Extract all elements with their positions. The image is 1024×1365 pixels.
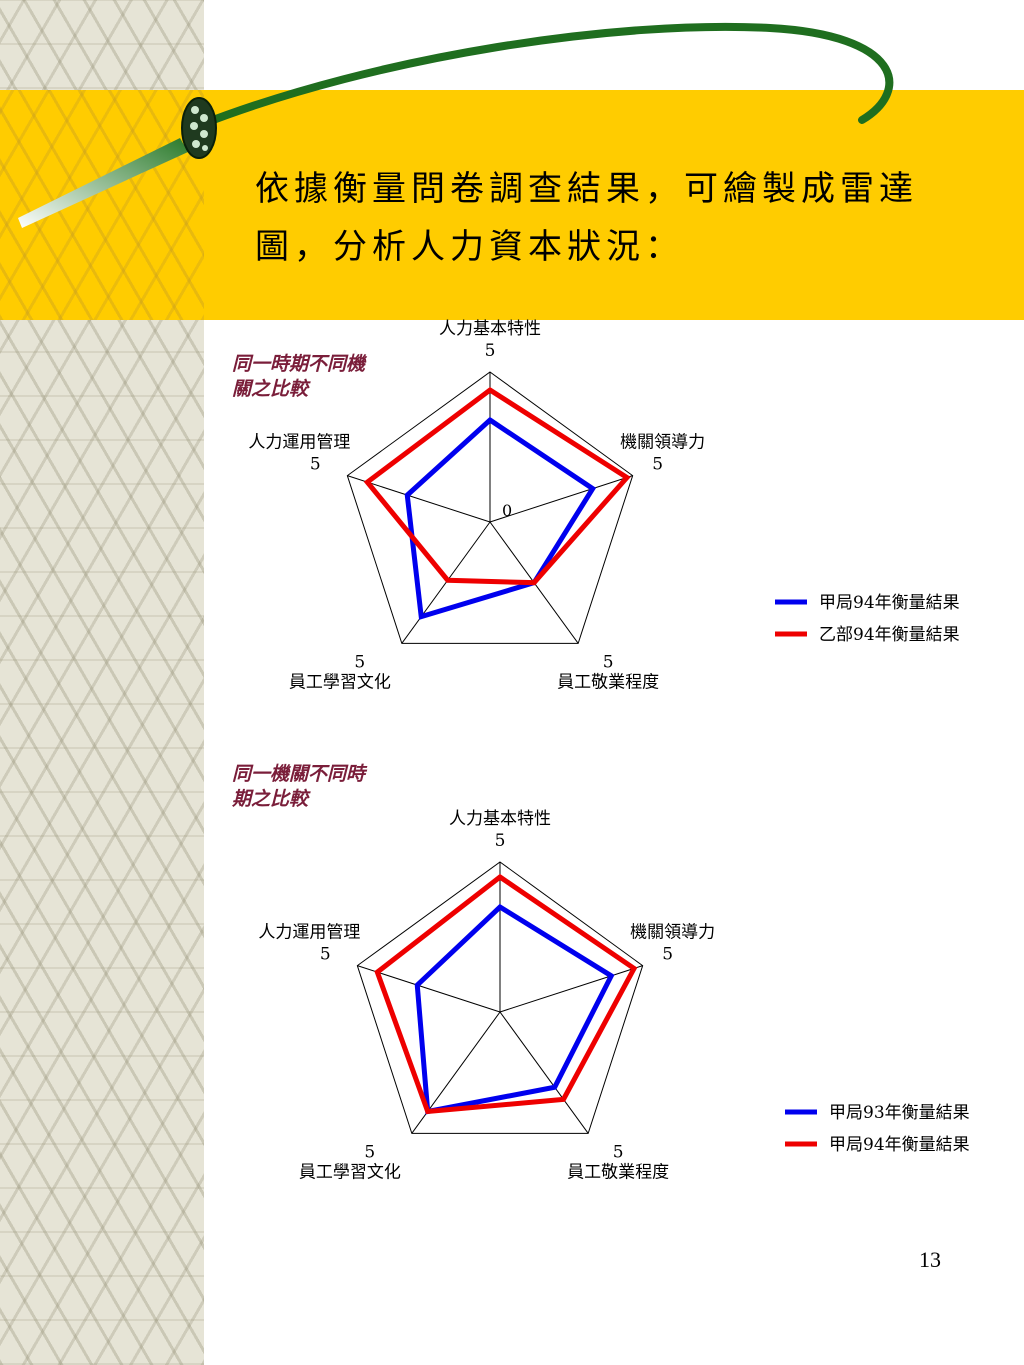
- axis-max-label: 5: [613, 1142, 624, 1162]
- axis-max-label: 5: [603, 652, 614, 672]
- legend-label: 甲局94年衡量結果: [819, 593, 960, 613]
- axis-max-label: 5: [662, 945, 673, 965]
- axis-max-label: 5: [485, 341, 496, 361]
- series-polygon: [363, 386, 631, 586]
- legend-label: 乙部94年衡量結果: [819, 625, 960, 645]
- banner-sidebar-overlay: [0, 90, 204, 320]
- green-arc: [196, 22, 894, 129]
- axis-spoke: [489, 475, 633, 523]
- axis-spoke: [499, 965, 643, 1013]
- page-number: 13: [919, 1247, 941, 1272]
- decorative-curve: [18, 22, 894, 228]
- axis-max-label: 5: [354, 652, 365, 672]
- axis-spoke: [401, 521, 491, 644]
- light-stem: [18, 138, 188, 228]
- radar-frame: [356, 861, 644, 1134]
- axis-label: 員工敬業程度: [567, 1162, 669, 1182]
- radar-chart-2: 人力基本特性5機關領導力5員工敬業程度5員工學習文化5人力運用管理5甲局93年衡…: [258, 809, 970, 1182]
- axis-spoke: [499, 1011, 589, 1134]
- axis-label: 員工學習文化: [289, 672, 391, 692]
- axis-label: 人力運用管理: [258, 923, 360, 943]
- legend-label: 甲局94年衡量結果: [829, 1135, 970, 1155]
- axis-label: 員工敬業程度: [557, 672, 659, 692]
- axis-max-label: 5: [364, 1142, 375, 1162]
- axis-label: 機關領導力: [630, 923, 715, 943]
- axis-label: 員工學習文化: [299, 1162, 401, 1182]
- seed-pod-icon: [181, 97, 217, 159]
- radar-chart-1: 0人力基本特性5機關領導力5員工敬業程度5員工學習文化5人力運用管理5甲局94年…: [248, 319, 960, 692]
- legend-label: 甲局93年衡量結果: [829, 1103, 970, 1123]
- section-label-2: 同一機關不同時期之比較: [232, 763, 366, 810]
- axis-max-label: 5: [495, 831, 506, 851]
- series-polygon: [414, 903, 615, 1115]
- axis-spoke: [357, 965, 501, 1013]
- axis-label: 人力基本特性: [449, 809, 551, 829]
- section-label-1: 同一時期不同機關之比較: [232, 353, 366, 400]
- radar-frame: [346, 371, 634, 644]
- axis-max-label: 5: [310, 455, 321, 475]
- series-polygon: [404, 416, 597, 620]
- series-polygon: [374, 873, 638, 1115]
- slide-title: 依據衡量問卷調查結果，可繪製成雷達圖，分析人力資本狀況：: [255, 169, 918, 267]
- axis-label: 機關領導力: [620, 433, 705, 453]
- axis-label: 人力運用管理: [248, 433, 350, 453]
- center-label: 0: [502, 501, 512, 520]
- axis-max-label: 5: [320, 945, 331, 965]
- axis-label: 人力基本特性: [439, 319, 541, 339]
- axis-max-label: 5: [652, 455, 663, 475]
